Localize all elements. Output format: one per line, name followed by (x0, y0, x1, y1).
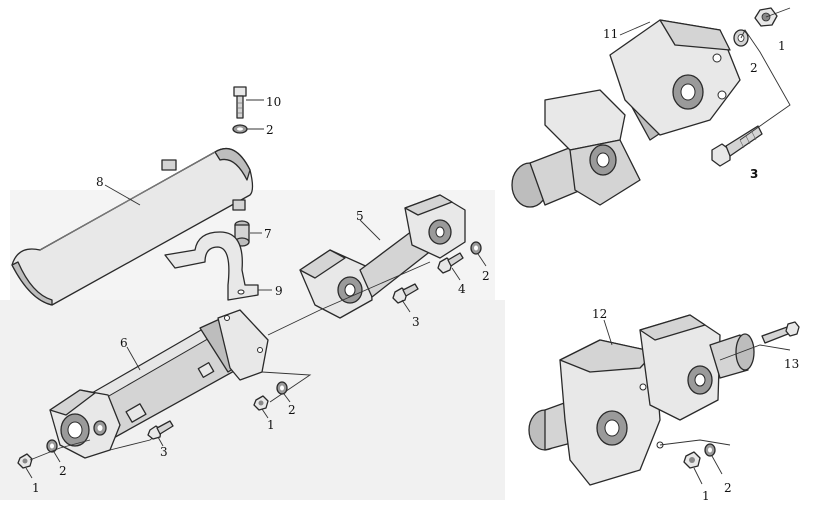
callout-7: 7 (264, 227, 272, 241)
leader-assembly-top (739, 29, 791, 141)
leader-1-right (693, 467, 703, 485)
callout-10: 10 (266, 95, 281, 109)
leader-left-assembly (29, 439, 91, 461)
leader-4 (451, 267, 461, 281)
washer-2-right (704, 443, 716, 457)
leader-1-center (261, 408, 269, 419)
bolt-3-low (147, 420, 174, 440)
callout-3-low: 3 (160, 445, 168, 459)
leader-3-mid (401, 299, 411, 313)
bolt-3-top (711, 125, 763, 167)
leader-right-assembly (659, 439, 731, 446)
callout-1-center: 1 (267, 418, 275, 432)
cover-8-clip (232, 199, 246, 211)
bolt-13 (761, 321, 800, 344)
bolt-4 (437, 252, 464, 274)
bracket-9 (164, 231, 259, 301)
leader-3-low (157, 436, 164, 447)
spacer-7 (234, 220, 250, 247)
yoke-11-bearing-bore (596, 152, 610, 168)
cover-8-tab (161, 159, 177, 171)
universal-joint-yoke-12 (528, 314, 755, 486)
bolt-10 (233, 86, 247, 119)
yoke-11-flange-bore (680, 83, 696, 101)
leader-6 (126, 346, 141, 371)
nut-1-center (253, 395, 269, 411)
washer-2-bolt10 (232, 124, 248, 134)
callout-2-right: 2 (724, 481, 732, 495)
leader-2-center (283, 393, 291, 403)
leader-8 (104, 184, 141, 206)
protective-cover-8 (11, 147, 254, 306)
callout-4: 4 (458, 282, 466, 296)
universal-joint-yoke-11 (511, 19, 741, 208)
callout-6: 6 (120, 336, 128, 350)
leader-5 (359, 219, 381, 241)
callout-2-top: 2 (750, 61, 758, 75)
yoke-11-bolt-hole-a (712, 53, 722, 63)
callout-9: 9 (275, 284, 283, 298)
leader-2-left (53, 451, 61, 463)
callout-8: 8 (96, 175, 104, 189)
leader-1-top (765, 7, 791, 18)
callout-2-center: 2 (288, 403, 296, 417)
callout-2-bolt10: 2 (266, 123, 274, 137)
callout-3-mid: 3 (412, 315, 420, 329)
yoke-11-bolt-hole-b (717, 90, 727, 100)
callout-3-top: 3 (750, 167, 758, 181)
leader-1-left (25, 467, 33, 479)
callout-1-top: 1 (778, 39, 786, 53)
callout-1-left: 1 (32, 481, 40, 495)
callout-2-mid: 2 (482, 269, 490, 283)
callout-12: 12 (592, 307, 607, 321)
leader-shaft-link (267, 261, 431, 336)
drive-shaft-5 (299, 194, 466, 319)
leader-2-mid (477, 253, 487, 267)
callout-13: 13 (784, 357, 799, 371)
callout-11: 11 (603, 27, 618, 41)
washer-2-left (46, 439, 58, 453)
drive-shaft-6 (49, 309, 269, 459)
leader-12 (603, 319, 613, 346)
callout-5: 5 (356, 209, 364, 223)
callout-2-left: 2 (59, 464, 67, 478)
callout-1-right: 1 (702, 489, 710, 503)
nut-1-right (683, 451, 701, 469)
leader-2-right (711, 455, 723, 475)
bolt-3-mid (392, 283, 419, 304)
nut-1-left (17, 453, 33, 469)
washer-2-center (276, 381, 288, 395)
leader-11 (619, 21, 651, 36)
leader-13 (719, 344, 791, 361)
yoke-11-flange-top (659, 19, 731, 51)
washer-2-mid (470, 241, 482, 255)
